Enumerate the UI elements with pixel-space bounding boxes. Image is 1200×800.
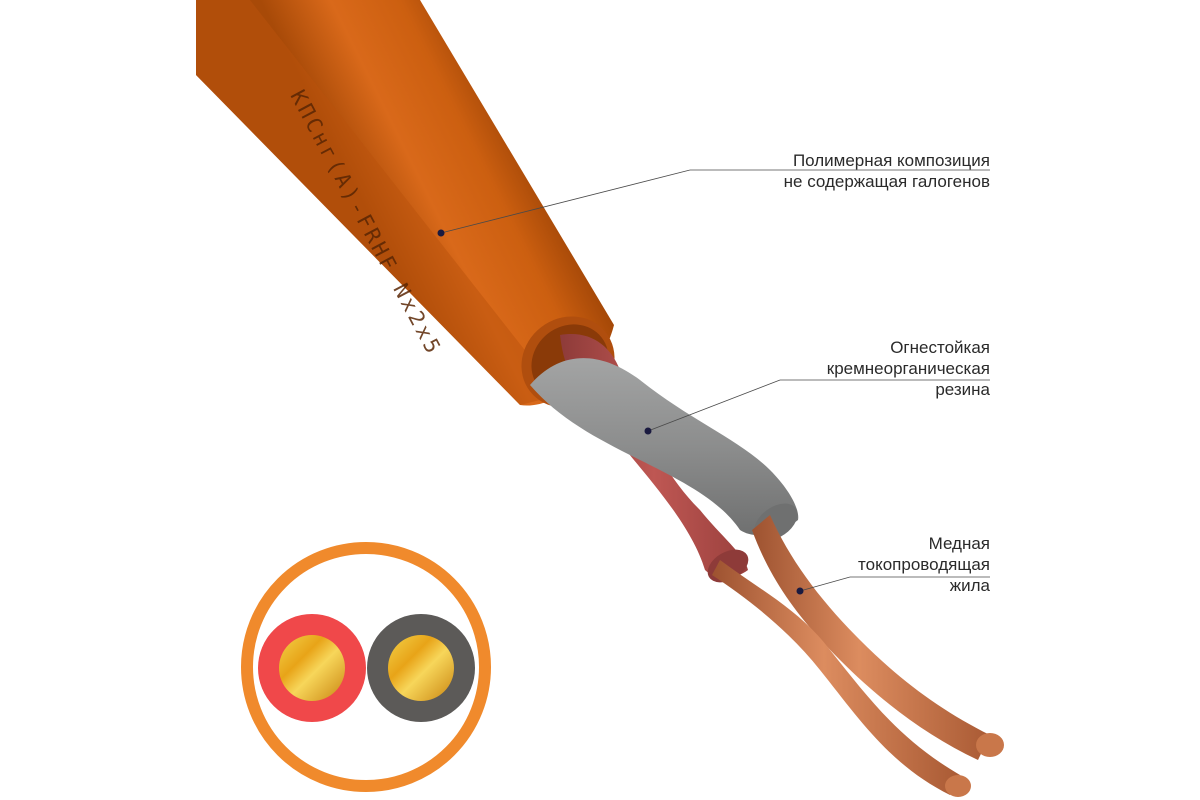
callout-line: жила [949,576,990,595]
callout-line: не содержащая галогенов [783,172,990,191]
callout-line: резина [935,380,990,399]
callout-leader-jacket [437,169,990,237]
callout-line: Огнестойкая [890,338,990,357]
callout-label-jacket: Полимерная композиция не содержащая гало… [784,150,990,192]
callout-line: Медная [928,534,990,553]
copper-conductors [712,515,1004,797]
callout-line: кремнеорганическая [826,359,990,378]
callout-label-core: Медная токопроводящая жила [858,533,990,596]
callout-leader-rubber [644,379,990,435]
callout-leader-core [796,576,990,595]
callout-line: токопроводящая [858,555,990,574]
cross-section-icon [241,542,491,792]
callout-label-rubber: Огнестойкая кремнеорганическая резина [827,337,990,400]
callout-line: Полимерная композиция [792,151,990,170]
